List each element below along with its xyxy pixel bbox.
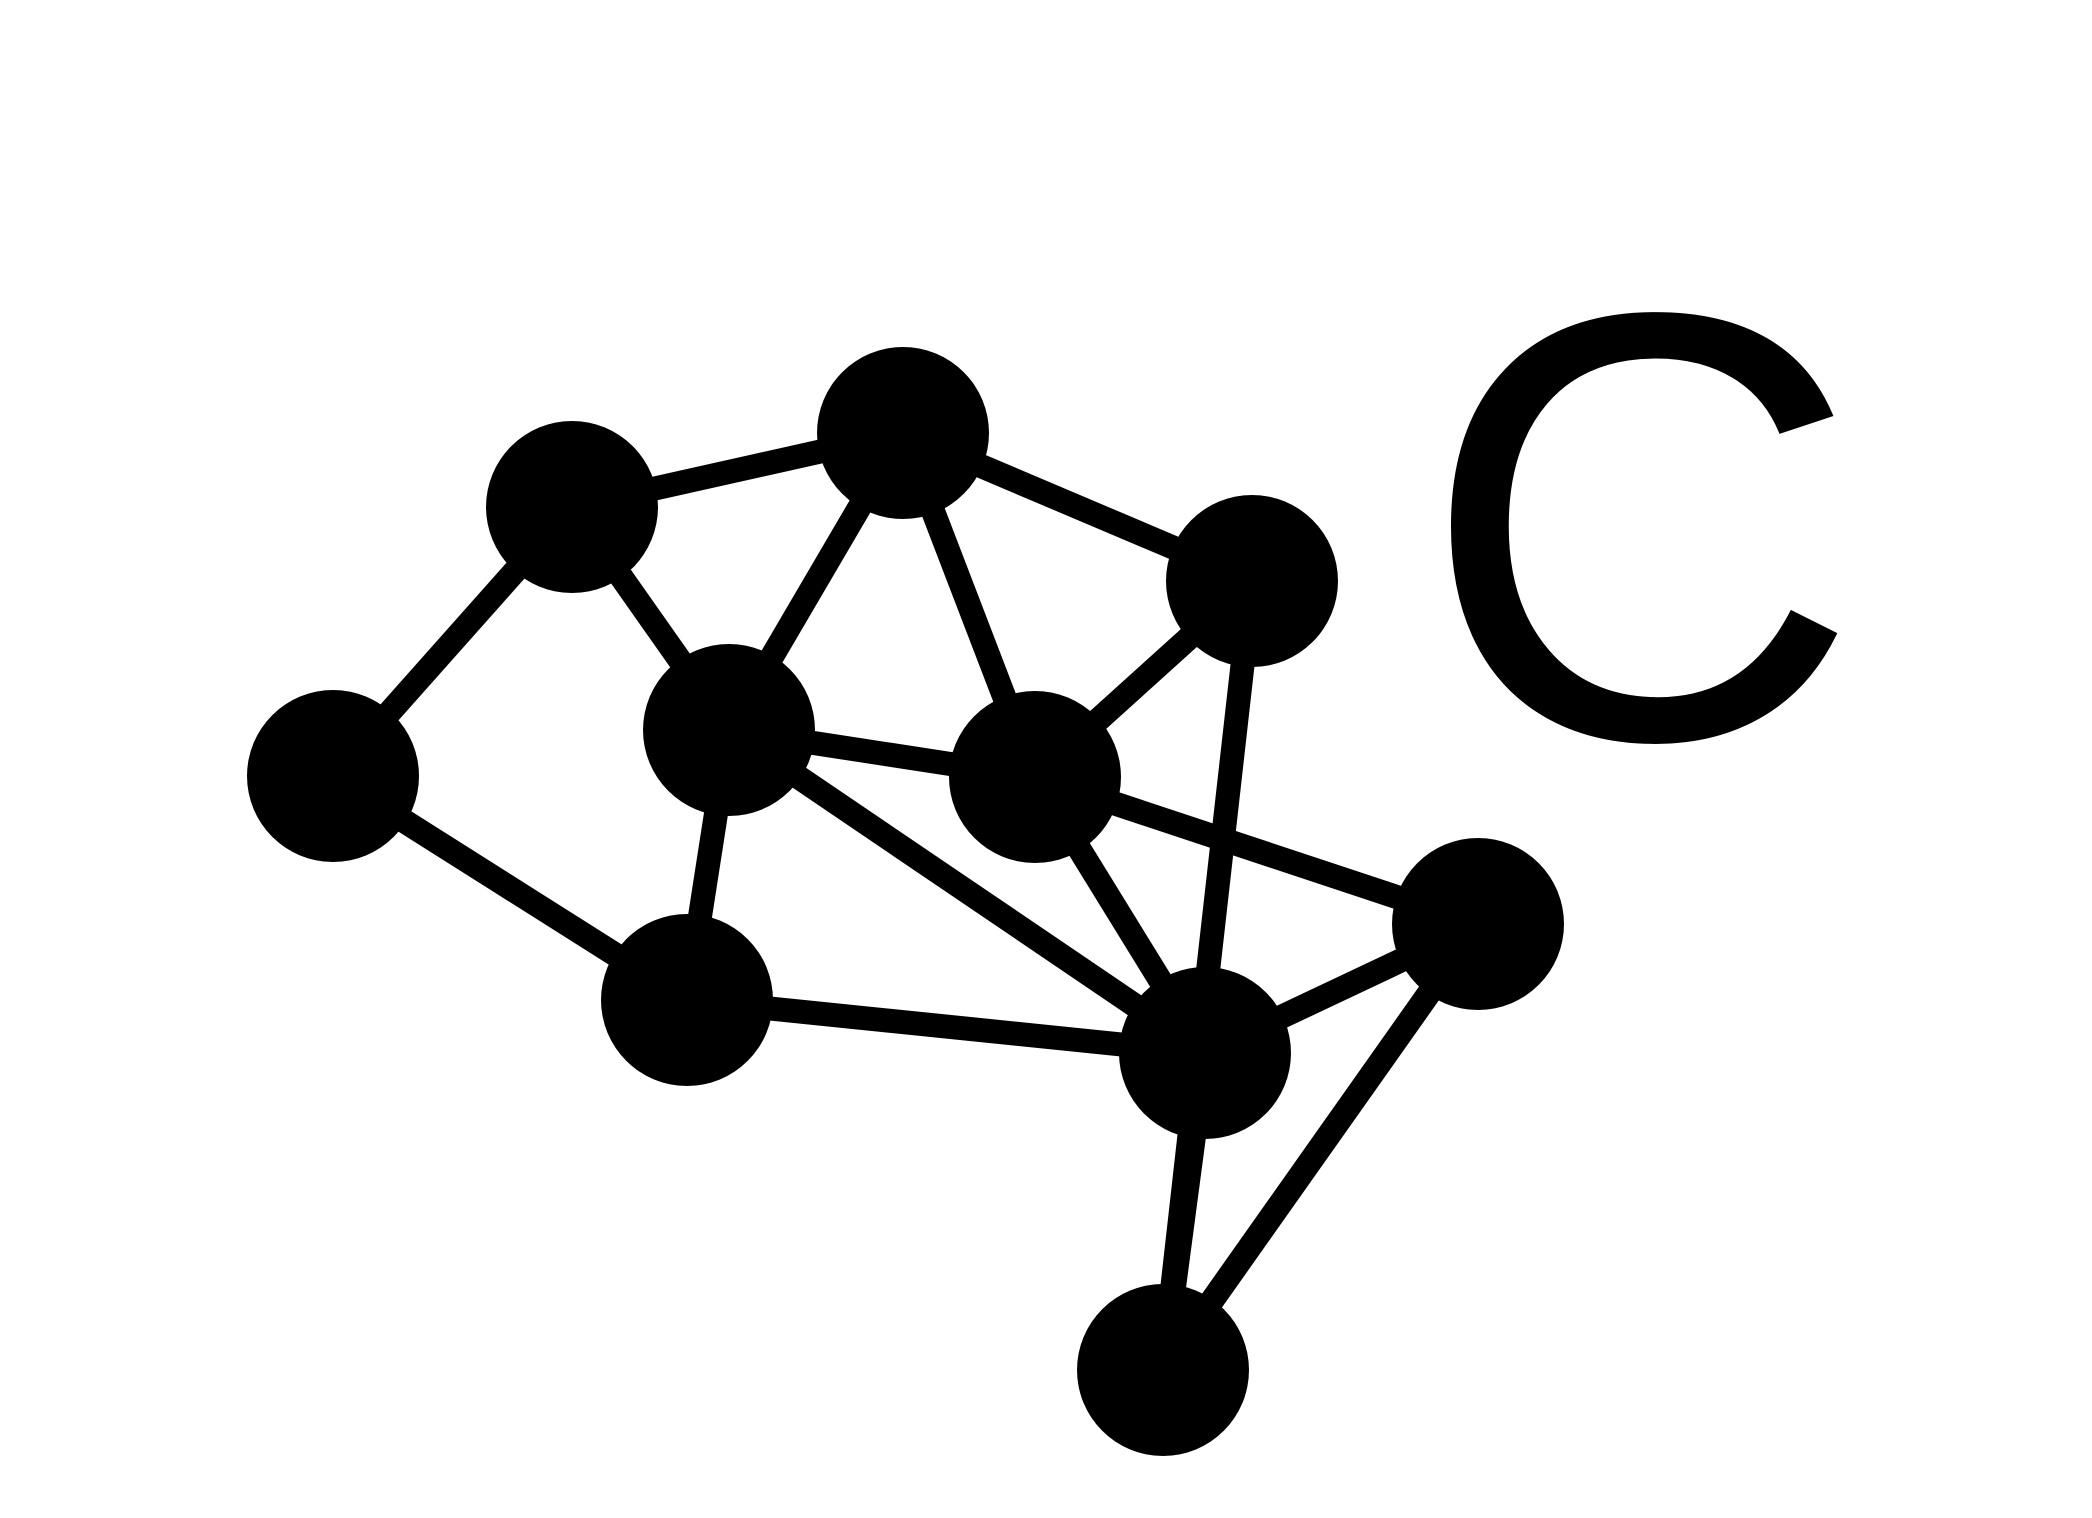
- node-n1: [247, 690, 419, 862]
- edge-n9-n12: [1153, 917, 1488, 1377]
- node-n9: [1392, 838, 1564, 1010]
- node-n7: [949, 691, 1121, 863]
- node-n3: [817, 347, 989, 519]
- node-layer: [247, 347, 1564, 1456]
- node-n4: [1166, 495, 1338, 667]
- node-n6: [643, 644, 815, 816]
- node-n2: [486, 421, 658, 593]
- letter-label: C: [1420, 187, 1861, 868]
- edge-n5-n8: [685, 988, 1207, 1065]
- node-n5: [601, 914, 773, 1086]
- edge-n6-n8: [722, 720, 1212, 1063]
- node-n10: [1077, 1284, 1249, 1456]
- node-n8: [1119, 967, 1291, 1139]
